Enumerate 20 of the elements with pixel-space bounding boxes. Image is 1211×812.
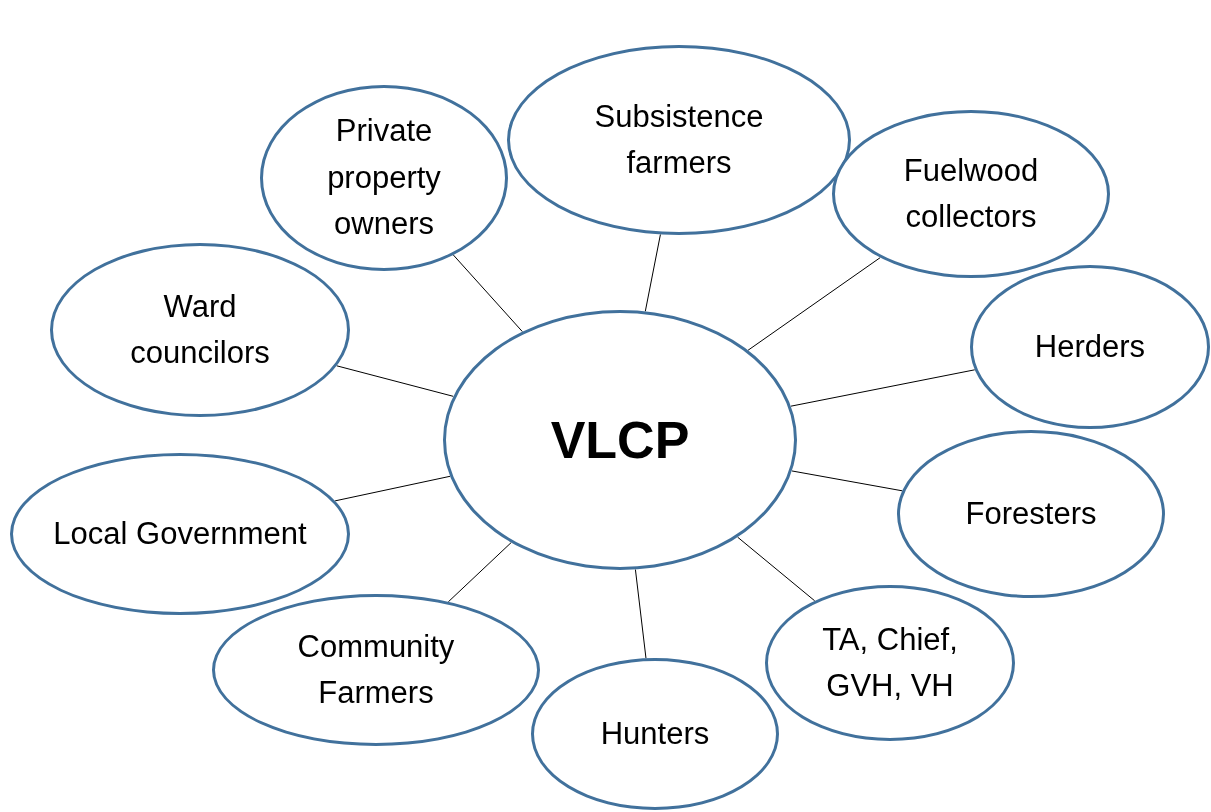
connector-line — [447, 542, 512, 603]
connector-line — [737, 536, 816, 602]
node-label: Fuelwood collectors — [902, 151, 1040, 236]
node-label: Private property owners — [326, 112, 442, 244]
node-label: Local Government — [52, 514, 308, 553]
connector-line — [634, 569, 647, 659]
node-label: Foresters — [964, 494, 1098, 533]
node-label: Ward councilors — [129, 287, 271, 372]
node-label: Subsistence farmers — [593, 97, 765, 182]
node-label: Herders — [1033, 327, 1147, 366]
node-label: TA, Chief, GVH, VH — [821, 620, 959, 705]
connector-line — [644, 233, 661, 312]
connector-line — [452, 254, 523, 333]
connector-line — [790, 369, 976, 407]
connector-line — [791, 470, 903, 492]
node-label: Hunters — [599, 714, 711, 753]
node-label: Community Farmers — [296, 627, 456, 712]
node-label: VLCP — [549, 410, 691, 471]
connector-line — [747, 257, 881, 351]
connector-line — [334, 475, 451, 502]
